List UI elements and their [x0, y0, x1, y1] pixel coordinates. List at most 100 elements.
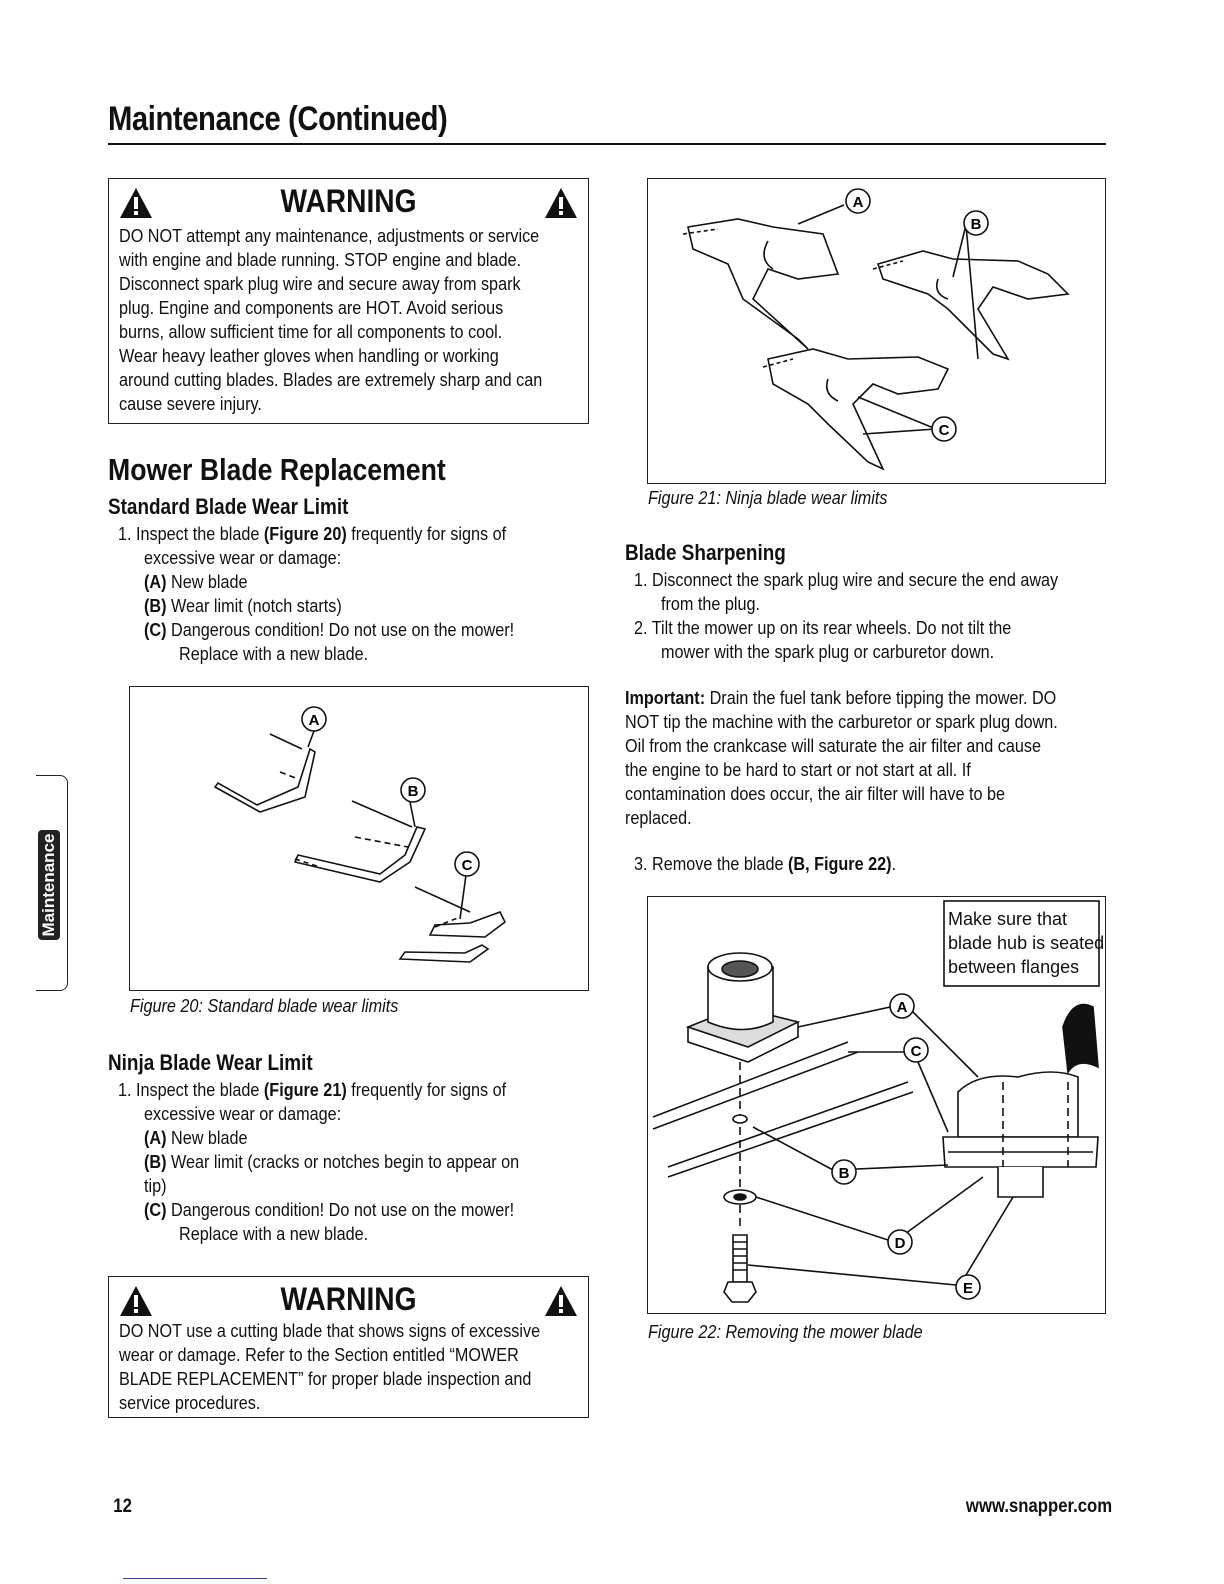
item-text: New blade	[171, 572, 248, 592]
list-item-b: (B) Wear limit (cracks or notches begin …	[144, 1150, 519, 1174]
callout-c: C	[931, 416, 957, 442]
warning-line: service procedures.	[119, 1393, 261, 1413]
warning-triangle-icon	[120, 1286, 152, 1316]
step-text: frequently for signs of	[346, 1080, 507, 1100]
warning-triangle-icon	[120, 188, 152, 218]
callout-label: B	[408, 783, 419, 800]
figure-ref: (B, Figure 22)	[787, 854, 892, 874]
figure-20-caption: Figure 20: Standard blade wear limits	[130, 996, 399, 1016]
ninja-blade-illustration: A B C	[682, 188, 1070, 471]
callout-a: A	[889, 993, 915, 1019]
warning-header: WARNING	[109, 1281, 588, 1321]
item-key: (B)	[144, 1152, 167, 1172]
warning-line: around cutting blades. Blades are extrem…	[119, 370, 543, 390]
callout-b: B	[831, 1159, 857, 1185]
list-item-a: (A) New blade	[144, 1126, 248, 1150]
step-text: mower with the spark plug or carburetor …	[661, 642, 995, 662]
link-underline	[123, 1578, 267, 1579]
figure-20: A B C	[129, 686, 589, 991]
important-line: Oil from the crankcase will saturate the…	[625, 736, 1041, 756]
warning-line: burns, allow sufficient time for all com…	[119, 322, 503, 342]
figure-ref: (Figure 20)	[263, 524, 347, 544]
item-text: Dangerous condition! Do not use on the m…	[171, 1200, 515, 1220]
callout-b: B	[400, 777, 426, 803]
warning-line: plug. Engine and components are HOT. Avo…	[119, 298, 504, 318]
callout-label: A	[853, 194, 864, 211]
warning-line: BLADE REPLACEMENT” for proper blade insp…	[119, 1369, 532, 1389]
callout-label: E	[963, 1280, 973, 1297]
item-text: Wear limit (notch starts)	[171, 596, 342, 616]
blade-removal-illustration: Make sure that blade hub is seated betwe…	[652, 900, 1104, 1303]
sharpening-heading: Blade Sharpening	[625, 540, 786, 565]
figure-21: A B C	[647, 178, 1106, 484]
figure-21-caption: Figure 21: Ninja blade wear limits	[648, 488, 888, 508]
item-key: (B)	[144, 596, 167, 616]
figure-22-caption: Figure 22: Removing the mower blade	[648, 1322, 923, 1342]
warning-text: DO NOT attempt any maintenance, adjustme…	[119, 224, 592, 416]
important-label: Important:	[625, 688, 706, 708]
sharpening-step-2: 2. Tilt the mower up on its rear wheels.…	[634, 618, 1012, 638]
standard-step-1: 1. Inspect the blade (Figure 20) frequen…	[118, 522, 506, 546]
item-text: Wear limit (cracks or notches begin to a…	[171, 1152, 520, 1172]
important-line: contamination does occur, the air filter…	[625, 784, 1006, 804]
note-box	[943, 900, 1100, 987]
warning-line: cause severe injury.	[119, 394, 262, 414]
callout-label: C	[939, 422, 950, 439]
ninja-step-1: 1. Inspect the blade (Figure 21) frequen…	[118, 1078, 506, 1102]
item-text: New blade	[171, 1128, 248, 1148]
item-key: (A)	[144, 1128, 167, 1148]
warning-triangle-icon	[545, 1286, 577, 1316]
warning-box-2: WARNING DO NOT use a cutting blade that …	[108, 1276, 589, 1418]
callout-label: D	[895, 1235, 906, 1252]
important-note: Important: Drain the fuel tank before ti…	[625, 686, 1058, 830]
callout-e: E	[955, 1274, 981, 1300]
warning-line: Disconnect spark plug wire and secure aw…	[119, 274, 521, 294]
important-line: replaced.	[625, 808, 692, 828]
item-key: (A)	[144, 572, 167, 592]
callout-label: C	[462, 857, 473, 874]
list-item-c: (C) Dangerous condition! Do not use on t…	[144, 618, 514, 642]
section-tab-fill	[38, 830, 60, 940]
warning-triangle-icon	[545, 188, 577, 218]
sharpening-step-3: 3. Remove the blade (B, Figure 22).	[634, 852, 896, 876]
page-title: Maintenance (Continued)	[108, 100, 448, 138]
section-tab-text: Maintenance	[39, 833, 58, 937]
callout-c: C	[454, 851, 480, 877]
standard-blade-illustration: A B C	[213, 706, 507, 963]
sharpening-step-1: 1. Disconnect the spark plug wire and se…	[634, 570, 1059, 590]
figure-22: Make sure that blade hub is seated betwe…	[647, 896, 1106, 1314]
warning-line: wear or damage. Refer to the Section ent…	[119, 1345, 519, 1365]
callout-d: D	[887, 1229, 913, 1255]
warning-line: Wear heavy leather gloves when handling …	[119, 346, 499, 366]
section-title: Mower Blade Replacement	[108, 452, 446, 487]
note-line: between flanges	[948, 957, 1079, 977]
item-text: Dangerous condition! Do not use on the m…	[171, 620, 515, 640]
step-text: from the plug.	[661, 594, 761, 614]
item-key: (C)	[144, 1200, 167, 1220]
callout-label: C	[911, 1043, 922, 1060]
warning-box-1: WARNING DO NOT attempt any maintenance, …	[108, 178, 589, 424]
ninja-heading: Ninja Blade Wear Limit	[108, 1050, 313, 1075]
warning-header: WARNING	[109, 183, 588, 223]
website-url: www.snapper.com	[965, 1496, 1112, 1517]
list-item-b: (B) Wear limit (notch starts)	[144, 594, 342, 618]
step-text: frequently for signs of	[346, 524, 507, 544]
item-text: tip)	[144, 1176, 167, 1196]
warning-line: with engine and blade running. STOP engi…	[119, 250, 522, 270]
step-text: excessive wear or damage:	[144, 1104, 342, 1124]
section-tab-label: Maintenance	[38, 830, 60, 940]
standard-heading: Standard Blade Wear Limit	[108, 494, 349, 519]
important-line: NOT tip the machine with the carburetor …	[625, 712, 1058, 732]
callout-label: A	[309, 712, 320, 729]
item-text: Replace with a new blade.	[179, 644, 369, 664]
title-divider	[108, 143, 1106, 145]
item-key: (C)	[144, 620, 167, 640]
list-item-c: (C) Dangerous condition! Do not use on t…	[144, 1198, 514, 1222]
callout-label: A	[897, 999, 908, 1016]
warning-line: DO NOT attempt any maintenance, adjustme…	[119, 226, 540, 246]
section-tab	[36, 775, 68, 991]
step-text: 3. Remove the blade	[634, 854, 788, 874]
callout-a: A	[301, 706, 327, 732]
callout-c: C	[903, 1037, 929, 1063]
note-line: Make sure that	[948, 909, 1067, 929]
